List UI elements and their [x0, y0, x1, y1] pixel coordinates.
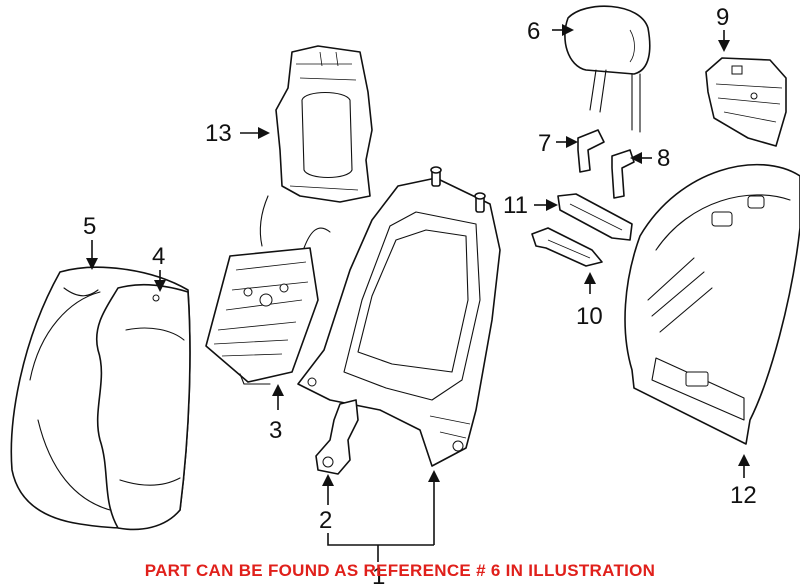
callout-3: 3	[269, 417, 282, 444]
part-13-rear-panel	[275, 45, 373, 203]
callout-9: 9	[716, 4, 729, 31]
callout-11: 11	[503, 192, 528, 219]
part-3-lumbar-support	[205, 195, 331, 385]
callout-leaders	[86, 24, 750, 562]
part-11-trim-piece	[557, 193, 633, 241]
callout-5: 5	[83, 213, 96, 240]
callout-8: 8	[657, 145, 670, 172]
part-2-recliner-bracket	[315, 399, 359, 475]
part-6-headrest	[564, 5, 651, 133]
callout-4: 4	[152, 243, 165, 270]
callout-10: 10	[576, 303, 603, 330]
callout-7: 7	[538, 130, 551, 157]
callout-13: 13	[205, 120, 232, 147]
part-10-trim-bracket	[531, 227, 603, 267]
part-8-headrest-guide	[611, 149, 635, 199]
callout-1: 1	[372, 563, 385, 588]
part-7-headrest-guide	[577, 129, 605, 173]
callout-2: 2	[319, 507, 332, 534]
part-4-seat-back-cover	[95, 284, 191, 531]
part-9-bracket	[705, 57, 787, 147]
part-1-seat-back-frame	[297, 166, 501, 467]
callout-12: 12	[730, 482, 757, 509]
part-reference-note: PART CAN BE FOUND AS REFERENCE # 6 IN IL…	[144, 561, 656, 580]
callout-6: 6	[527, 18, 540, 45]
part-12-seat-back-shell	[624, 163, 800, 445]
